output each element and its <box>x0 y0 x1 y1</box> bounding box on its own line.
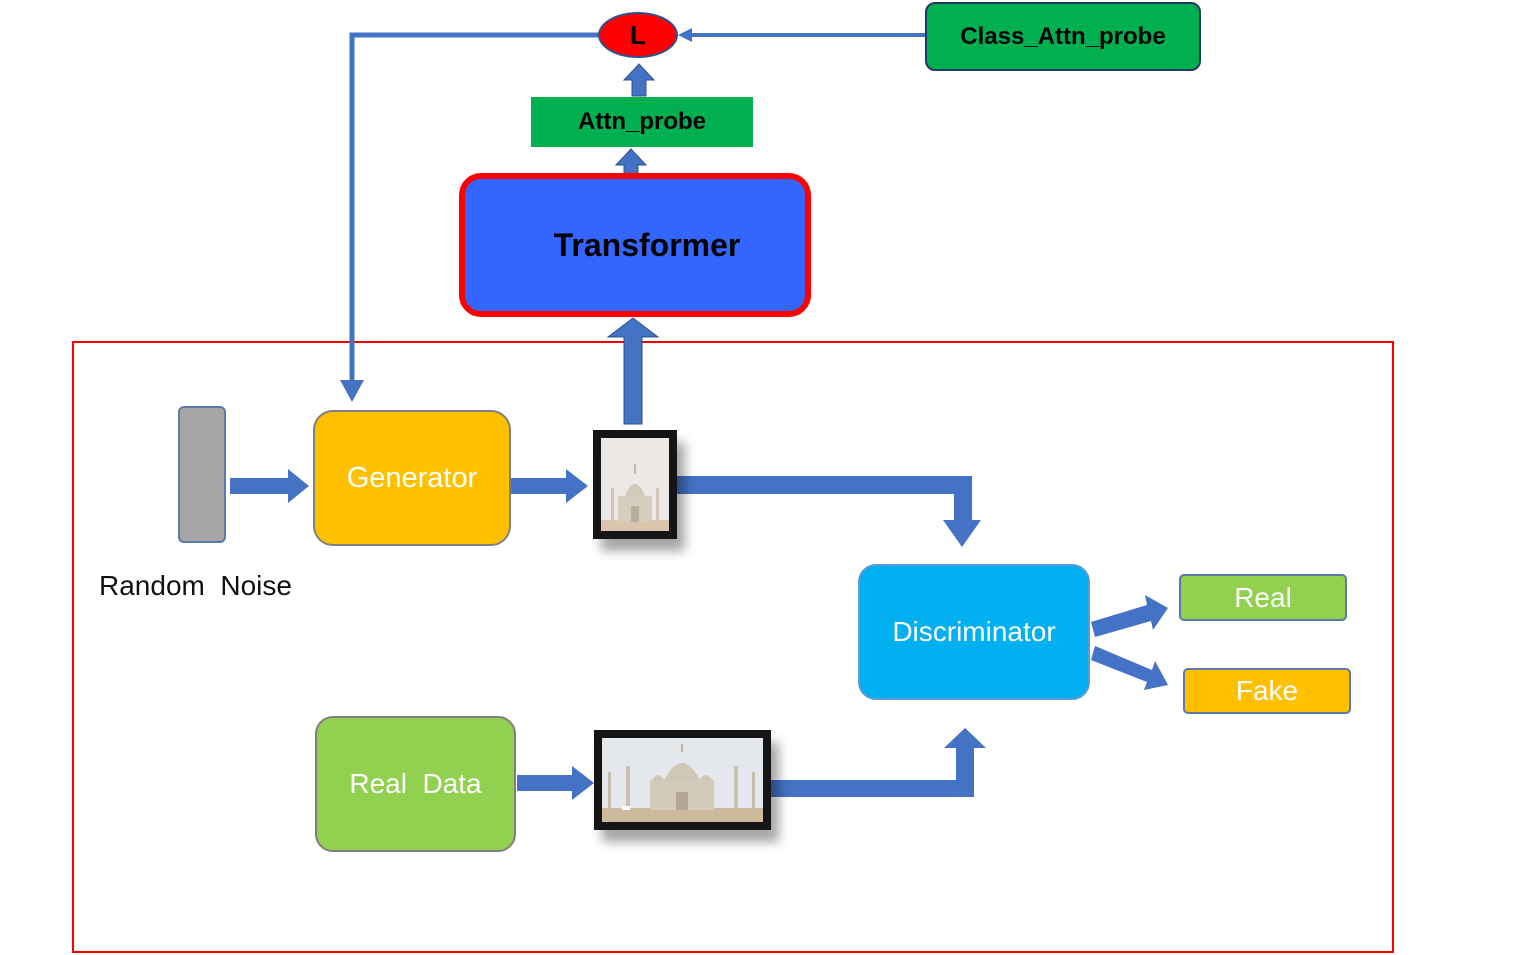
real-image-to-discriminator-arrow <box>771 728 986 797</box>
noise-to-generator-arrow <box>230 469 309 503</box>
attn-probe-label: Attn_probe <box>578 108 706 135</box>
generator-to-image-arrow <box>511 469 588 503</box>
real-output-label: Real <box>1234 581 1292 613</box>
class-attn-probe-label: Class_Attn_probe <box>960 22 1166 50</box>
class-attn-probe-box: Class_Attn_probe <box>925 2 1201 71</box>
real-image-frame <box>594 730 771 830</box>
gan-region-frame <box>72 341 1394 953</box>
random-noise-vector <box>178 406 226 543</box>
discriminator-to-fake-arrow <box>1091 646 1168 690</box>
attn-probe-to-loss-arrow <box>622 63 656 97</box>
real-data-label: Real Data <box>349 768 482 799</box>
generator-label: Generator <box>346 461 478 494</box>
taj-mahal-icon <box>601 438 669 531</box>
fake-output-box: Fake <box>1183 668 1351 714</box>
transformer-box: Transformer <box>459 173 811 317</box>
taj-mahal-icon <box>602 738 763 822</box>
random-noise-label: Random Noise <box>99 570 292 601</box>
real-data-box: Real Data <box>315 716 516 852</box>
real-output-box: Real <box>1179 574 1347 621</box>
generated-image-to-transformer-arrow <box>606 317 660 425</box>
generated-image <box>601 438 669 531</box>
generator-box: Generator <box>313 410 511 546</box>
attn-probe-box: Attn_probe <box>531 97 753 147</box>
transformer-label: Transformer <box>553 226 741 263</box>
real-image <box>602 738 763 822</box>
loss-label: L <box>630 19 646 50</box>
generated-image-to-discriminator-arrow <box>676 476 981 547</box>
discriminator-box: Discriminator <box>858 564 1090 700</box>
fake-output-label: Fake <box>1235 675 1299 706</box>
generated-image-frame <box>593 430 677 539</box>
loss-node: L <box>598 12 678 58</box>
class-probe-to-loss-arrow <box>678 28 926 42</box>
discriminator-to-real-arrow <box>1091 595 1168 637</box>
loss-to-generator-arrow <box>340 32 600 402</box>
discriminator-label: Discriminator <box>892 616 1056 647</box>
real-data-to-image-arrow <box>517 766 594 800</box>
